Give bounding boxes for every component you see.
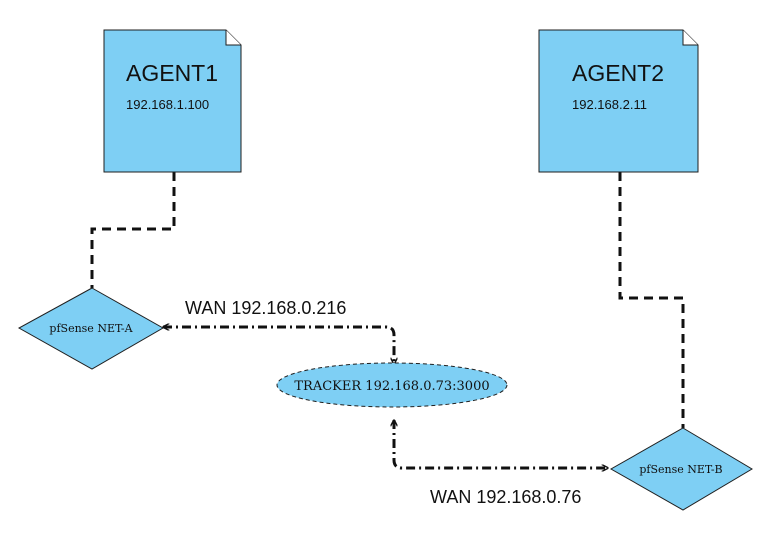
agent2-folded-corner xyxy=(682,30,698,46)
tracker-label: TRACKER 192.168.0.73:3000 xyxy=(294,379,489,394)
agent1-node[interactable]: AGENT1 192.168.1.100 xyxy=(103,29,242,173)
gateway-net-a[interactable]: pfSense NET-A xyxy=(17,287,165,370)
gateway-net-b[interactable]: pfSense NET-B xyxy=(609,427,753,511)
agent1-name: AGENT1 xyxy=(126,60,218,86)
agent2-name: AGENT2 xyxy=(572,60,664,86)
gateway-net-a-diamond xyxy=(17,287,165,370)
agent1-folded-corner xyxy=(225,30,241,46)
gateway-net-a-label: pfSense NET-A xyxy=(49,322,133,335)
tracker-ellipse xyxy=(276,362,508,408)
connector-agent1-neta xyxy=(90,172,176,288)
wan-link-a xyxy=(163,327,394,364)
tracker-node[interactable]: TRACKER 192.168.0.73:3000 xyxy=(276,362,508,408)
agent1-document-shape xyxy=(103,29,242,173)
connector-agent2-netb xyxy=(618,172,685,428)
wan-a-label: WAN 192.168.0.216 xyxy=(185,298,346,318)
agent1-ip: 192.168.1.100 xyxy=(126,97,209,112)
agent2-ip: 192.168.2.11 xyxy=(572,97,647,112)
gateway-net-b-diamond xyxy=(609,427,753,511)
agent2-document-shape xyxy=(538,29,699,173)
agent2-node[interactable]: AGENT2 192.168.2.11 xyxy=(538,29,699,173)
gateway-net-b-label: pfSense NET-B xyxy=(639,463,722,476)
wan-link-b xyxy=(394,420,608,468)
wan-b-label: WAN 192.168.0.76 xyxy=(430,487,581,507)
